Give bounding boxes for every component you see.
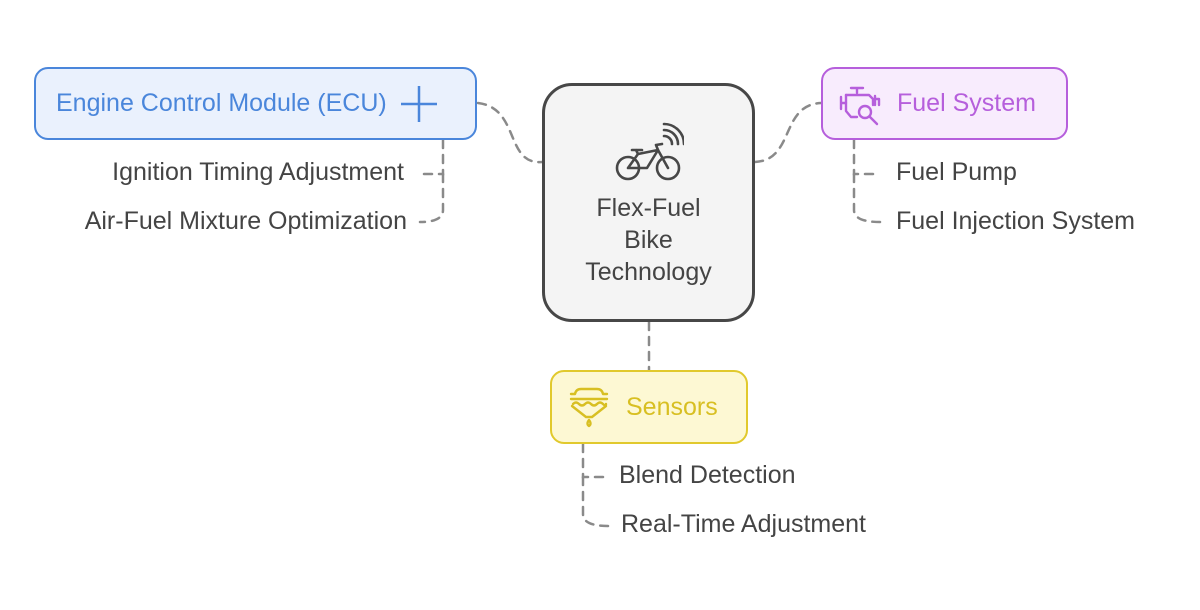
ecu-node[interactable]: Engine Control Module (ECU) bbox=[34, 67, 477, 140]
central-topic-title: Flex-Fuel Bike Technology bbox=[585, 192, 711, 288]
connector-ecu-child-2 bbox=[418, 172, 445, 224]
connector-fuel-child-1 bbox=[852, 138, 882, 176]
ecu-label: Engine Control Module (ECU) bbox=[56, 89, 387, 117]
central-topic-line-2: Bike bbox=[624, 225, 673, 254]
fuel-child-fuel-injection: Fuel Injection System bbox=[896, 207, 1135, 235]
sensors-node[interactable]: Sensors bbox=[550, 370, 748, 444]
connector-ecu-center bbox=[476, 101, 544, 164]
sensors-child-blend-detection: Blend Detection bbox=[619, 461, 796, 489]
engine-inspect-icon bbox=[839, 86, 881, 125]
connector-fuel-child-2 bbox=[852, 172, 882, 224]
central-topic-node[interactable]: Flex-Fuel Bike Technology bbox=[542, 83, 755, 322]
central-topic-line-3: Technology bbox=[585, 257, 712, 286]
central-topic-line-1: Flex-Fuel bbox=[596, 193, 701, 222]
connector-sensors-child-2 bbox=[581, 475, 610, 528]
bicycle-wireless-icon bbox=[615, 122, 684, 180]
ecu-child-ignition-timing: Ignition Timing Adjustment bbox=[112, 158, 404, 186]
sensors-child-real-time-adjustment: Real-Time Adjustment bbox=[621, 510, 866, 538]
plus-icon bbox=[400, 85, 437, 122]
connector-fuel-center bbox=[753, 101, 823, 164]
fuel-child-fuel-pump: Fuel Pump bbox=[896, 158, 1017, 186]
connector-sensors-child-1 bbox=[581, 442, 610, 479]
ecu-child-air-fuel-mixture: Air-Fuel Mixture Optimization bbox=[84, 207, 407, 235]
fuel-filter-drop-icon bbox=[569, 387, 609, 428]
fuel-system-node[interactable]: Fuel System bbox=[821, 67, 1068, 140]
fuel-system-label: Fuel System bbox=[897, 89, 1036, 117]
sensors-label: Sensors bbox=[626, 392, 718, 421]
connector-ecu-child-1 bbox=[418, 138, 445, 176]
